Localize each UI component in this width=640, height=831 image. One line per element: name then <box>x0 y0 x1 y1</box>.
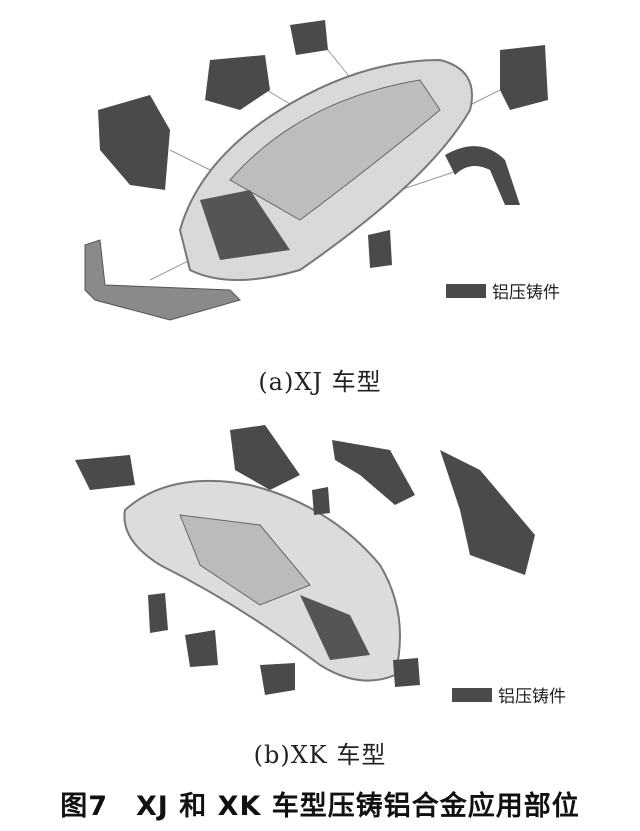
xj-figure-panel: 铝压铸件 <box>0 0 640 350</box>
legend: 铝压铸件 <box>446 278 560 303</box>
casting-part <box>205 55 270 110</box>
subcaption-b: (b)XK 车型 <box>253 741 387 769</box>
xk-figure-panel: 铝压铸件 <box>0 415 640 730</box>
xj-car-illustration <box>84 20 548 321</box>
legend-label: 铝压铸件 <box>492 283 560 303</box>
legend-swatch <box>446 283 486 298</box>
subcaption-a: (a)XJ 车型 <box>258 368 382 396</box>
legend: 铝压铸件 <box>452 682 566 707</box>
figure-caption: 图7 XJ 和 XK 车型压铸铝合金应用部位 <box>60 791 580 822</box>
xk-car-illustration <box>75 425 535 695</box>
legend-swatch <box>452 687 492 702</box>
legend-label: 铝压铸件 <box>498 687 566 707</box>
